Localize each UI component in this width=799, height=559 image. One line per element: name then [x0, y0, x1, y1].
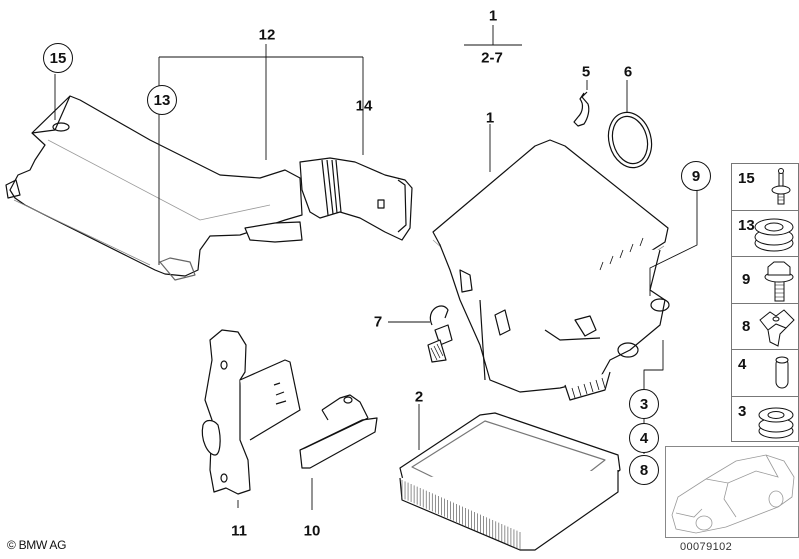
copyright-text: © BMW AG — [7, 538, 67, 552]
side-item-number: 4 — [738, 356, 747, 373]
intake-hose-part-14 — [299, 157, 413, 241]
cover-part-10 — [299, 394, 378, 469]
callout-6[interactable]: 6 — [623, 63, 633, 81]
air-filter-housing-part-1 — [432, 139, 670, 401]
expanding-rivet-icon — [771, 168, 791, 205]
filter-element-part-2 — [399, 412, 621, 551]
side-item-sleeve[interactable]: 4 — [731, 349, 799, 396]
side-item-number: 13 — [738, 216, 755, 234]
side-item-number: 9 — [742, 271, 751, 288]
side-item-rubber-mount[interactable]: 3 — [731, 395, 799, 442]
side-item-clip-nut[interactable]: 8 — [731, 302, 799, 349]
callout-13[interactable]: 13 — [147, 85, 177, 115]
vehicle-thumbnail[interactable] — [665, 446, 799, 538]
callout-1[interactable]: 1 — [485, 109, 495, 127]
callout-7[interactable]: 7 — [373, 313, 383, 331]
filter-pleats — [401, 480, 521, 550]
callout-15[interactable]: 15 — [43, 43, 73, 73]
rubber-mount-icon — [758, 407, 794, 438]
fraction-numerator: 1 — [488, 7, 498, 25]
sensor-bracket-part-7 — [427, 305, 453, 363]
callout-3[interactable]: 3 — [629, 389, 659, 419]
callout-2[interactable]: 2 — [414, 388, 424, 406]
callout-5[interactable]: 5 — [581, 63, 591, 81]
side-item-grommet[interactable]: 13 — [731, 209, 799, 256]
side-item-bolt[interactable]: 9 — [731, 256, 799, 303]
bracket-part-11 — [201, 329, 301, 495]
callout-14[interactable]: 14 — [355, 97, 373, 115]
side-item-number: 3 — [738, 402, 747, 420]
car-outline-icon — [671, 454, 795, 534]
clip-part-5 — [573, 91, 590, 127]
seal-ring-part-6 — [607, 111, 653, 169]
grommet-icon — [754, 218, 794, 251]
side-item-number: 8 — [742, 317, 751, 335]
diagram-number: 00079102 — [680, 541, 733, 553]
callout-9[interactable]: 9 — [681, 161, 711, 191]
callout-10[interactable]: 10 — [303, 522, 321, 540]
small-parts-panel: 15 13 9 8 4 3 — [731, 163, 799, 442]
callout-4[interactable]: 4 — [629, 423, 659, 453]
clip-nut-icon — [759, 308, 795, 347]
callout-11[interactable]: 11 — [231, 522, 247, 540]
hex-bolt-icon — [764, 261, 794, 302]
callout-12[interactable]: 12 — [258, 26, 276, 44]
side-item-number: 15 — [738, 170, 755, 187]
air-intake-duct-part-12 — [5, 95, 303, 281]
fraction-denominator: 2-7 — [481, 49, 503, 67]
side-item-rivet[interactable]: 15 — [731, 163, 799, 210]
callout-8[interactable]: 8 — [629, 455, 659, 485]
sleeve-icon — [775, 356, 789, 389]
